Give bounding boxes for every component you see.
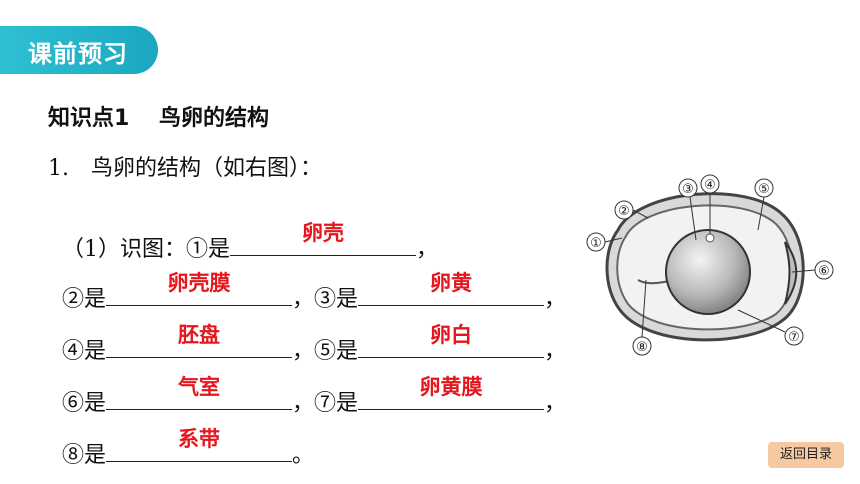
- period: 。: [292, 443, 315, 468]
- yolk: [665, 229, 751, 315]
- answer-blank-8: 系带: [106, 427, 293, 462]
- answer-7: 卵黄膜: [419, 375, 483, 399]
- identify-prefix: （1）识图：①是: [62, 237, 230, 262]
- answer-blank-3: 卵黄: [358, 271, 545, 306]
- egg-structure-diagram: ① ② ③ ④ ⑤ ⑥ ⑦ ⑧: [586, 174, 834, 356]
- item-label-2: ②是: [62, 287, 107, 312]
- item-label-6: ⑥是: [62, 391, 107, 416]
- answer-line-2: ②是卵壳膜，③是卵黄，: [48, 254, 566, 313]
- answer-blank-4: 胚盘: [106, 323, 293, 358]
- answer-blank-1: 卵壳: [230, 221, 416, 256]
- answer-1: 卵壳: [302, 221, 344, 245]
- answer-blank-5: 卵白: [358, 323, 545, 358]
- comma: ，: [544, 391, 567, 416]
- diagram-marker-8: ⑧: [636, 340, 648, 355]
- answer-blank-7: 卵黄膜: [358, 375, 545, 410]
- section-tag-label: 课前预习: [28, 40, 128, 68]
- diagram-marker-5: ⑤: [758, 182, 770, 197]
- air-cell: [784, 241, 798, 305]
- comma: ，: [544, 287, 567, 312]
- comma: ，: [416, 237, 439, 262]
- answer-2: 卵壳膜: [167, 271, 231, 295]
- diagram-marker-1: ①: [590, 236, 602, 251]
- section-tag: 课前预习: [0, 26, 158, 74]
- comma: ，: [292, 339, 315, 364]
- item-label-5: ⑤是: [314, 339, 359, 364]
- germinal-disc: [705, 233, 715, 243]
- item-label-7: ⑦是: [314, 391, 359, 416]
- diagram-marker-7: ⑦: [788, 330, 800, 345]
- answer-line-5: ⑧是 系带。: [48, 410, 314, 469]
- leader-lines: [604, 193, 816, 338]
- answer-6: 气室: [178, 375, 221, 399]
- knowledge-heading: 知识点1 鸟卵的结构: [48, 106, 269, 131]
- answer-blank-2: 卵壳膜: [106, 271, 293, 306]
- answer-line-1: （1）识图：①是 卵壳 ，: [48, 204, 438, 263]
- answer-line-3: ④是胚盘，⑤是卵白，: [48, 306, 566, 365]
- diagram-marker-3: ③: [682, 182, 694, 197]
- question-text: 1. 鸟卵的结构（如右图）：: [48, 156, 322, 181]
- answer-8: 系带: [178, 427, 221, 451]
- item-label-4: ④是: [62, 339, 107, 364]
- item-label-8: ⑧是: [62, 443, 107, 468]
- answer-blank-6: 气室: [106, 375, 293, 410]
- answer-5: 卵白: [430, 323, 473, 347]
- back-to-contents-button[interactable]: 返回目录: [768, 442, 844, 468]
- item-label-3: ③是: [314, 287, 359, 312]
- comma: ，: [292, 391, 315, 416]
- diagram-marker-4: ④: [704, 178, 716, 193]
- comma: ，: [292, 287, 315, 312]
- answer-4: 胚盘: [178, 323, 221, 347]
- diagram-marker-6: ⑥: [818, 264, 830, 279]
- answer-3: 卵黄: [430, 271, 473, 295]
- diagram-marker-2: ②: [618, 204, 630, 219]
- answer-line-4: ⑥是气室，⑦是卵黄膜，: [48, 358, 566, 417]
- comma: ，: [544, 339, 567, 364]
